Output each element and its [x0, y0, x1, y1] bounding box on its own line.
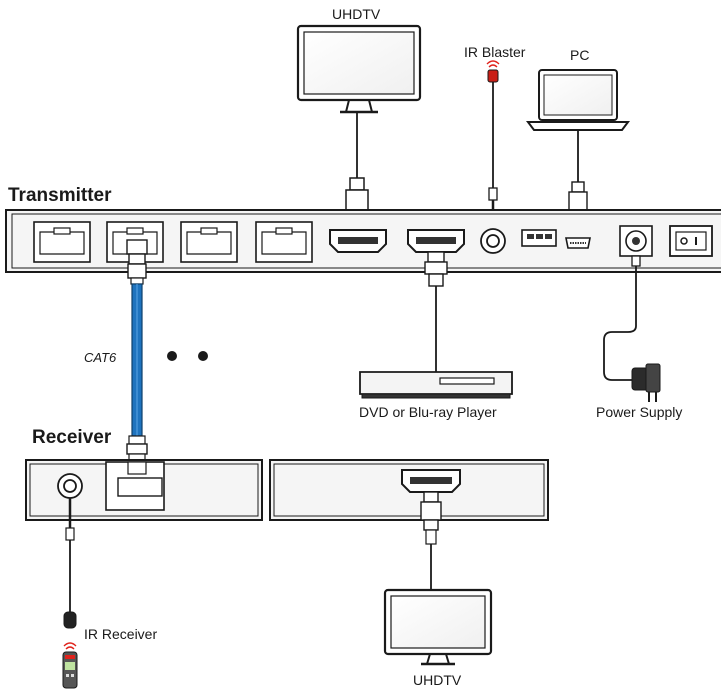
receiver-rj45-port [105, 461, 165, 511]
continuation-dot-1 [167, 351, 177, 361]
ir-receiver-icon [63, 611, 77, 629]
ir-jack [480, 228, 506, 254]
ir-receiver-label: IR Receiver [84, 626, 158, 642]
usb-a-port [521, 229, 557, 247]
uhdtv-bottom-icon [383, 588, 493, 666]
ir-blaster-icon [486, 60, 500, 222]
continuation-dot-2 [198, 351, 208, 361]
hdmi-cable-uhdtv-bottom [420, 491, 442, 590]
pc-label: PC [570, 47, 590, 63]
rj45-port-3 [180, 221, 238, 263]
cat6-label: CAT6 [84, 350, 117, 365]
power-cable [603, 255, 641, 381]
receiver-ir-jack [57, 473, 83, 499]
ir-blaster-label: IR Blaster [464, 44, 526, 60]
transmitter-label: Transmitter [8, 185, 112, 206]
dvd-player-icon [359, 371, 513, 399]
uhdtv-top-icon [296, 24, 422, 114]
rj45-port-1 [33, 221, 91, 263]
power-switch [669, 225, 713, 257]
ir-receiver-cable [65, 498, 75, 612]
rj45-port-4 [255, 221, 313, 263]
remote-icon [62, 642, 78, 689]
power-supply-label: Power Supply [596, 404, 683, 420]
receiver-label: Receiver [32, 427, 112, 448]
cat6-cable [126, 239, 148, 463]
laptop-icon [526, 69, 630, 131]
receiver-hdmi-out [401, 469, 461, 493]
dc-power-jack [619, 225, 653, 257]
hdmi-cable-dvd [424, 251, 448, 372]
uhdtv-top-label: UHDTV [332, 6, 381, 22]
hdmi-cable-uhdtv [345, 112, 369, 225]
mini-usb-port [565, 237, 591, 249]
uhdtv-bottom-label: UHDTV [413, 672, 462, 688]
dvd-player-label: DVD or Blu-ray Player [359, 404, 497, 420]
hdmi-out-port [329, 229, 387, 253]
power-adapter-icon [631, 363, 661, 402]
hdmi-in-port [407, 229, 465, 253]
